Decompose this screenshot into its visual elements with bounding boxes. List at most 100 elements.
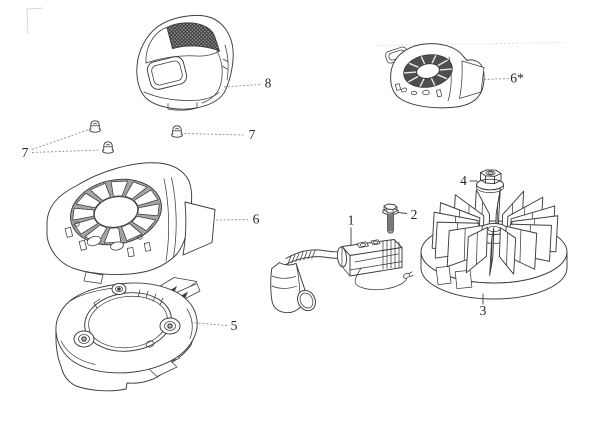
base-screw-boss-left — [73, 330, 95, 348]
flywheel-blade-edge — [476, 232, 478, 265]
small-cover-slot-1 — [394, 83, 402, 91]
boss-screw-cross — [81, 336, 87, 342]
leader-line-7-right — [184, 133, 245, 136]
small-vent-center — [416, 63, 440, 79]
fan-vent-spoke — [437, 59, 448, 67]
fan-vent-segment — [121, 223, 143, 242]
base-rib-ticks — [93, 289, 164, 309]
fan-cover-hole-1 — [74, 221, 80, 227]
small-cover-oval-2 — [410, 90, 418, 96]
top-cover-face-boundary — [145, 50, 220, 64]
callout-label-6-star: 6* — [510, 71, 524, 86]
fan-cover-slot-3 — [126, 247, 135, 258]
small-cover-slot-2 — [436, 89, 443, 98]
flywheel-blades-front — [431, 211, 559, 276]
fan-cover-oval-hole-2 — [110, 241, 124, 251]
base-screw-boss-right — [159, 317, 181, 335]
spark-plug-boot — [270, 262, 316, 314]
fan-ring-small-spokes — [404, 55, 452, 87]
coil-mount-tab-1 — [356, 241, 369, 249]
fan-vent-spoke — [420, 56, 426, 65]
flywheel-rim-window-2 — [454, 269, 473, 290]
fan-cover-bottom-tab — [83, 271, 104, 284]
print-artifact-dotted-line — [376, 42, 564, 46]
fan-cover-hole-2 — [137, 234, 143, 240]
fan-cover-slot-4 — [143, 242, 152, 252]
fan-vent-segment — [137, 203, 160, 217]
base-opening-outer-ring — [84, 292, 172, 352]
boot-bands — [271, 262, 301, 293]
part-cap-bolt-2 — [102, 141, 114, 154]
small-cover-oval-1 — [400, 87, 408, 93]
leader-line-6-star — [483, 78, 510, 80]
base-opening-inner-ring — [88, 295, 168, 349]
nut-hex-sides — [480, 172, 502, 185]
flywheel-blade — [498, 227, 517, 275]
boss-screw-cross — [167, 323, 173, 329]
fan-cover-slot-1 — [64, 226, 73, 238]
fan-vent-spoke — [408, 75, 419, 83]
coil-body-front — [349, 247, 403, 277]
part-fan-cover-small — [385, 43, 485, 109]
nut-hole-inner — [487, 171, 494, 175]
callout-label-5: 5 — [231, 318, 238, 333]
top-cover-bottom-flange — [143, 91, 220, 101]
fan-cover-oval-hole-1 — [86, 235, 102, 247]
boss-screw — [117, 287, 121, 291]
coil-laminations — [382, 239, 400, 270]
leader-line-7-upper — [31, 129, 90, 150]
top-cover-recess-panel — [146, 56, 188, 90]
boot-opening-inner — [299, 292, 314, 309]
boot-opening-outer — [297, 289, 316, 312]
callout-label-7-right: 7 — [249, 127, 256, 142]
coil-mount-tab-2 — [370, 239, 381, 246]
fan-vent-spoke — [437, 74, 448, 80]
kill-wire-terminal-fork — [408, 271, 414, 277]
top-cover-side-vents — [221, 44, 229, 81]
callout-label-4: 4 — [460, 173, 467, 188]
base-screw-boss-top — [111, 283, 127, 295]
top-cover-inner-contour-right — [201, 50, 223, 104]
base-oval-hole — [145, 340, 155, 348]
flywheel-blade-edge — [519, 229, 522, 263]
flywheel-blade-edge — [506, 233, 508, 266]
flywheel-blade-edge — [463, 228, 466, 262]
fan-vent-spoke — [408, 62, 419, 68]
bolt-threads — [387, 215, 394, 231]
leader-line-6 — [215, 219, 249, 221]
coil-mount-hole-1 — [360, 242, 366, 247]
fan-vent-segment — [89, 182, 111, 201]
leader-line-2 — [397, 212, 408, 214]
part-flange-nut — [476, 169, 504, 193]
callout-label-1: 1 — [348, 213, 355, 228]
part-hex-bolt — [382, 203, 399, 234]
fan-vent-segment — [75, 192, 101, 209]
fan-vent-segment — [72, 207, 95, 221]
small-cover-vent-ring — [403, 54, 453, 88]
part-fan-cover-large — [46, 162, 216, 284]
callout-label-8: 8 — [265, 76, 272, 91]
flywheel-blade-edge — [490, 233, 493, 267]
vent-ring-center — [93, 196, 139, 228]
fan-vent-spoke — [419, 78, 425, 87]
fan-cover-side-panel — [182, 201, 216, 256]
kill-wire-terminal — [403, 272, 410, 279]
top-cover-grille — [166, 22, 221, 52]
fan-vent-segment — [73, 218, 99, 235]
callout-label-2: 2 — [411, 207, 418, 222]
top-cover-bottom-step — [167, 102, 198, 111]
fan-vent-spoke — [404, 71, 417, 74]
bolt-head-sides — [383, 205, 398, 214]
fan-vent-spoke — [431, 55, 437, 64]
part-starter-base — [55, 277, 201, 392]
leader-line-8 — [223, 84, 261, 88]
small-cover-side-panel — [459, 60, 485, 99]
fan-cover-fold-lines — [163, 177, 177, 262]
part-ignition-coil — [270, 239, 414, 314]
fan-vent-segment — [133, 189, 159, 206]
boss-inner — [115, 285, 123, 293]
callout-label-7-left: 7 — [22, 145, 29, 160]
fan-vent-spoke — [439, 68, 452, 71]
fan-cover-slot-2 — [78, 239, 87, 251]
flywheel-rim-window-1 — [435, 265, 452, 286]
